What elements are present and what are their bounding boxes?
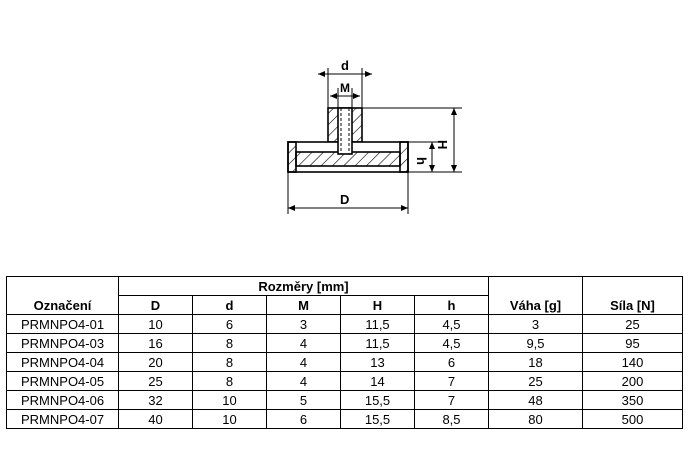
table-row: PRMNPO4-04 20 8 4 13 6 18 140 (6, 352, 683, 372)
cell-name: PRMNPO4-03 (6, 333, 119, 353)
cell-mass: 3 (488, 314, 583, 334)
cell-M: 4 (266, 371, 341, 391)
cell-force: 25 (582, 314, 683, 334)
cell-mass: 48 (488, 390, 583, 410)
dimension-d (318, 68, 372, 108)
name-column-header: Označení (6, 276, 119, 315)
column-header-h: h (414, 295, 489, 315)
cell-h: 7 (414, 390, 489, 410)
dimension-label-h-base: h (414, 157, 429, 165)
cell-H: 13 (340, 352, 415, 372)
cell-D: 25 (118, 371, 193, 391)
cell-D: 16 (118, 333, 193, 353)
cell-h: 4,5 (414, 333, 489, 353)
cell-force: 95 (582, 333, 683, 353)
cell-force: 350 (582, 390, 683, 410)
table-row: PRMNPO4-05 25 8 4 14 7 25 200 (6, 371, 683, 391)
table-row: PRMNPO4-01 10 6 3 11,5 4,5 3 25 (6, 314, 683, 334)
column-header-d: d (192, 295, 267, 315)
dimension-h-base (408, 141, 440, 172)
column-header-M: M (266, 295, 341, 315)
dimension-label-m: M (340, 81, 350, 95)
dimension-label-h-total: H (435, 140, 450, 149)
cell-name: PRMNPO4-01 (6, 314, 119, 334)
cell-name: PRMNPO4-07 (6, 409, 119, 429)
cell-h: 4,5 (414, 314, 489, 334)
cell-d: 10 (192, 409, 267, 429)
table-row: PRMNPO4-07 40 10 6 15,5 8,5 80 500 (6, 409, 683, 429)
cell-D: 10 (118, 314, 193, 334)
dimension-h-total (362, 107, 462, 173)
force-column-header: Síla [N] (582, 276, 683, 315)
cell-d: 8 (192, 352, 267, 372)
cell-M: 6 (266, 409, 341, 429)
cell-force: 500 (582, 409, 683, 429)
cell-d: 6 (192, 314, 267, 334)
column-header-H: H (340, 295, 415, 315)
cell-M: 4 (266, 333, 341, 353)
cell-mass: 18 (488, 352, 583, 372)
magnet-section (287, 107, 409, 173)
table-row: PRMNPO4-06 32 10 5 15,5 7 48 350 (6, 390, 683, 410)
cell-H: 15,5 (340, 390, 415, 410)
cell-d: 8 (192, 371, 267, 391)
spec-table: Označení Rozměry [mm] Váha [g] Síla [N] … (6, 276, 683, 429)
cell-h: 6 (414, 352, 489, 372)
cell-M: 5 (266, 390, 341, 410)
cell-name: PRMNPO4-04 (6, 352, 119, 372)
cell-force: 140 (582, 352, 683, 372)
cell-M: 3 (266, 314, 341, 334)
dimension-m (330, 88, 360, 108)
technical-drawing: d M H h D (287, 58, 462, 214)
cell-h: 8,5 (414, 409, 489, 429)
cell-d: 8 (192, 333, 267, 353)
column-header-D: D (118, 295, 193, 315)
dimension-D (287, 172, 409, 214)
table-row: PRMNPO4-03 16 8 4 11,5 4,5 9,5 95 (6, 333, 683, 353)
cell-d: 10 (192, 390, 267, 410)
cell-name: PRMNPO4-06 (6, 390, 119, 410)
cell-H: 14 (340, 371, 415, 391)
dimensions-group-header: Rozměry [mm] (118, 276, 489, 296)
cell-mass: 80 (488, 409, 583, 429)
cell-h: 7 (414, 371, 489, 391)
cell-force: 200 (582, 371, 683, 391)
cell-D: 20 (118, 352, 193, 372)
cell-D: 32 (118, 390, 193, 410)
mass-column-header: Váha [g] (488, 276, 583, 315)
table-body: PRMNPO4-01 10 6 3 11,5 4,5 3 25 PRMNPO4-… (6, 314, 683, 429)
dimension-label-D: D (340, 192, 349, 207)
dimension-label-d: d (341, 58, 349, 73)
cell-H: 11,5 (340, 314, 415, 334)
cell-name: PRMNPO4-05 (6, 371, 119, 391)
cell-D: 40 (118, 409, 193, 429)
cell-H: 11,5 (340, 333, 415, 353)
cell-mass: 9,5 (488, 333, 583, 353)
cell-H: 15,5 (340, 409, 415, 429)
cell-mass: 25 (488, 371, 583, 391)
table-header-row-group: Označení Rozměry [mm] Váha [g] Síla [N] (6, 276, 683, 315)
cell-M: 4 (266, 352, 341, 372)
